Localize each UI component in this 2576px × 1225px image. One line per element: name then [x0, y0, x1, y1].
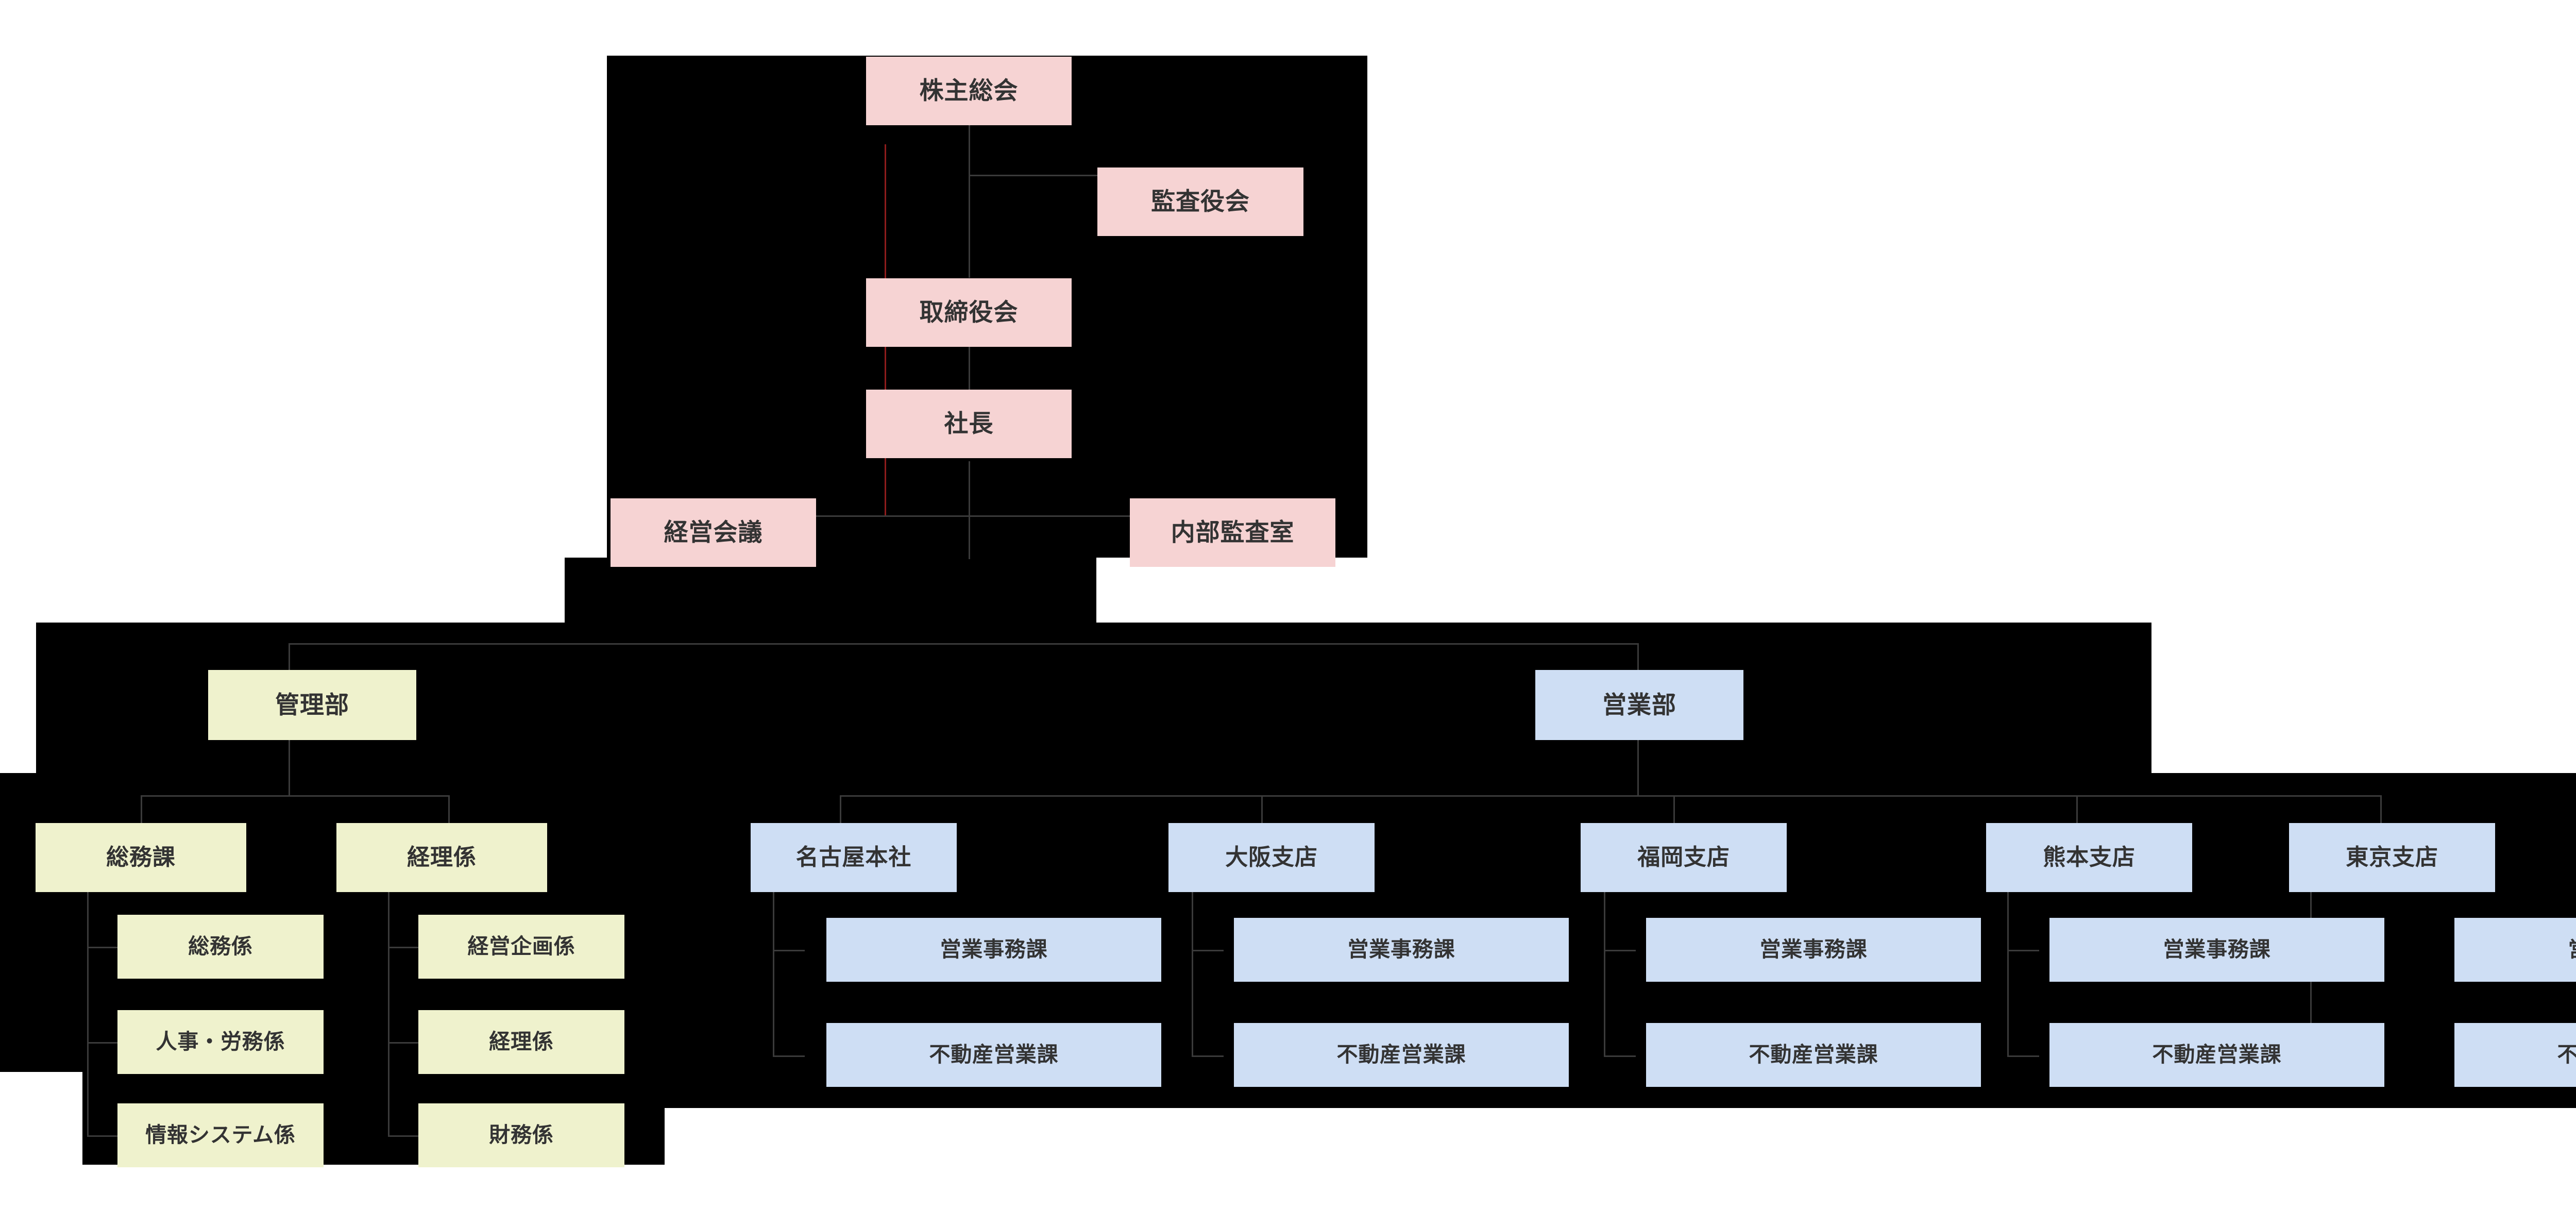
connector-nagoya-u1 [773, 950, 805, 951]
node-unit-kumamoto-1[interactable]: 営業事務課 [2049, 918, 2384, 982]
connector-kumamoto-spine [2007, 892, 2009, 1057]
node-board-of-auditors[interactable]: 監査役会 [1097, 167, 1303, 236]
node-division-admin[interactable]: 管理部 [208, 670, 416, 740]
connector-sales-down [1637, 740, 1639, 796]
connector-admin-soumu-up [141, 795, 142, 824]
connector-soumu-spine [87, 892, 89, 1135]
connector-nagoya-spine [773, 892, 774, 1057]
connector-fukuoka-spine [1604, 892, 1605, 1057]
node-unit-kumamoto-2[interactable]: 不動産営業課 [2049, 1023, 2384, 1087]
node-board-of-directors[interactable]: 取締役会 [866, 278, 1072, 347]
node-division-sales[interactable]: 営業部 [1535, 670, 1743, 740]
panel-governance-stub [565, 558, 1096, 623]
connector-council-row [814, 515, 1267, 517]
node-admin-unit-keiri-2[interactable]: 経理係 [418, 1010, 624, 1074]
connector-sales-up [1637, 643, 1639, 672]
connector-branch-fukuoka-up [1673, 795, 1675, 824]
connector-board-to-president [969, 330, 970, 433]
node-admin-section-keiri[interactable]: 経理係 [336, 823, 547, 892]
connector-shareholders-down [969, 125, 970, 176]
node-admin-unit-soumu-2[interactable]: 人事・労務係 [117, 1010, 324, 1074]
connector-admin-up [289, 643, 290, 672]
node-branch-nagoya[interactable]: 名古屋本社 [751, 823, 957, 892]
connector-admin-down [289, 740, 290, 796]
connector-soumu-u2 [87, 1042, 118, 1044]
connector-fukuoka-u1 [1604, 950, 1636, 951]
connector-to-board [969, 175, 970, 278]
connector-branch-kumamoto-up [2076, 795, 2078, 824]
node-shareholders-meeting[interactable]: 株主総会 [866, 57, 1072, 125]
connector-to-auditors [969, 175, 1097, 176]
connector-keiri-u1 [388, 947, 419, 948]
connector-branch-nagoya-up [840, 795, 841, 824]
connector-kumamoto-u1 [2007, 950, 2039, 951]
connector-branch-bus [840, 795, 2380, 797]
connector-admin-bus [141, 795, 450, 797]
node-internal-audit-office[interactable]: 内部監査室 [1130, 498, 1335, 567]
node-unit-nagoya-2[interactable]: 不動産営業課 [826, 1023, 1161, 1087]
connector-keiri-u2 [388, 1042, 419, 1044]
node-admin-unit-keiri-3[interactable]: 財務係 [418, 1103, 624, 1167]
node-unit-osaka-1[interactable]: 営業事務課 [1234, 918, 1569, 982]
connector-president-down [969, 461, 970, 559]
connector-branch-osaka-up [1261, 795, 1263, 824]
node-president[interactable]: 社長 [866, 390, 1072, 458]
connector-branch-tokyo-up [2380, 795, 2382, 824]
connector-soumu-u3 [87, 1135, 118, 1137]
node-unit-nagoya-1[interactable]: 営業事務課 [826, 918, 1161, 982]
node-management-council[interactable]: 経営会議 [611, 498, 816, 567]
connector-fukuoka-u2 [1604, 1055, 1636, 1057]
connector-soumu-u1 [87, 947, 118, 948]
node-admin-unit-soumu-1[interactable]: 総務係 [117, 915, 324, 979]
node-branch-tokyo[interactable]: 東京支店 [2289, 823, 2495, 892]
connector-osaka-spine [1192, 892, 1193, 1057]
connector-divisions-bus [289, 643, 1638, 645]
node-branch-osaka[interactable]: 大阪支店 [1168, 823, 1375, 892]
connector-nagoya-u2 [773, 1055, 805, 1057]
node-branch-fukuoka[interactable]: 福岡支店 [1581, 823, 1787, 892]
node-unit-fukuoka-2[interactable]: 不動産営業課 [1646, 1023, 1981, 1087]
node-unit-tokyo-1[interactable]: 営業事務課 [2454, 918, 2576, 982]
node-unit-fukuoka-1[interactable]: 営業事務課 [1646, 918, 1981, 982]
connector-keiri-spine [388, 892, 389, 1135]
node-unit-osaka-2[interactable]: 不動産営業課 [1234, 1023, 1569, 1087]
node-admin-unit-keiri-1[interactable]: 経営企画係 [418, 915, 624, 979]
node-admin-section-soumu[interactable]: 総務課 [36, 823, 246, 892]
connector-keiri-u3 [388, 1135, 419, 1137]
node-unit-tokyo-2[interactable]: 不動産営業課 [2454, 1023, 2576, 1087]
connector-osaka-u2 [1192, 1055, 1224, 1057]
node-admin-unit-soumu-3[interactable]: 情報システム係 [117, 1103, 324, 1167]
connector-admin-keiri-up [448, 795, 450, 824]
connector-osaka-u1 [1192, 950, 1224, 951]
node-branch-kumamoto[interactable]: 熊本支店 [1986, 823, 2192, 892]
connector-kumamoto-u2 [2007, 1055, 2039, 1057]
